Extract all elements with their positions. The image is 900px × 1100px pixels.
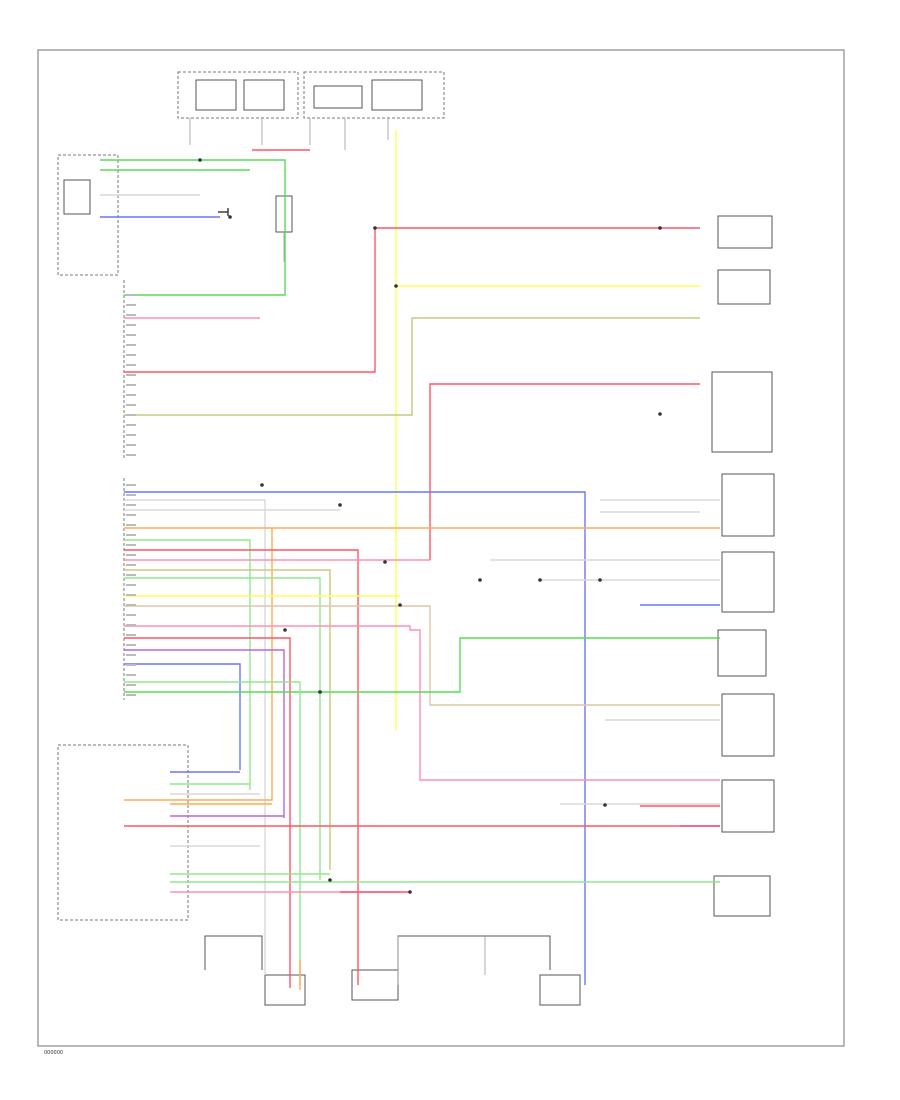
junction-node-7 — [318, 690, 322, 694]
junction-node-6 — [603, 803, 607, 807]
wire-grey-12 — [124, 499, 266, 975]
wire-tan-21 — [124, 605, 720, 706]
junction-node-3 — [338, 503, 342, 507]
wire-pink-23 — [124, 625, 720, 781]
wire-red-6 — [124, 227, 700, 373]
wire-lightgreen-16 — [124, 539, 251, 790]
wire-orange-15 — [124, 528, 273, 801]
wire-red-17 — [124, 549, 359, 985]
node-layer — [198, 158, 662, 894]
junction-node-2 — [260, 483, 264, 487]
wire-blue-11 — [124, 491, 586, 985]
wire-lightgreen-28 — [124, 681, 301, 985]
junction-node-12 — [198, 158, 202, 162]
wire-olive-19 — [124, 569, 331, 870]
pin-ticks — [126, 294, 136, 696]
junction-node-17 — [658, 412, 662, 416]
wire-green-0 — [100, 159, 286, 296]
right-components — [711, 215, 775, 917]
junction-node-4 — [598, 578, 602, 582]
ground-symbol — [218, 208, 229, 216]
junction-node-0 — [394, 284, 398, 288]
bottom-components — [204, 935, 581, 1006]
junction-node-8 — [283, 628, 287, 632]
footer-code: 000000 — [44, 1050, 63, 1056]
wire-blue-26 — [124, 663, 241, 770]
wire-red-24 — [124, 637, 291, 988]
wire-olive-8 — [124, 317, 700, 416]
junction-node-14 — [328, 878, 332, 882]
diagram-frame — [37, 49, 845, 1047]
junction-node-11 — [478, 578, 482, 582]
wire-purple-25 — [124, 649, 285, 818]
junction-node-1 — [373, 226, 377, 230]
wire-red-9 — [429, 383, 700, 560]
junction-node-15 — [408, 890, 412, 894]
control-unit-connector — [57, 280, 189, 921]
junction-node-13 — [228, 215, 232, 219]
top-fuse-boxes — [177, 71, 445, 150]
wire-green-27 — [124, 637, 720, 693]
junction-node-10 — [398, 603, 402, 607]
junction-node-9 — [383, 560, 387, 564]
left-upper-components — [57, 154, 293, 276]
junction-node-5 — [538, 578, 542, 582]
wire-layer — [100, 130, 720, 990]
wire-lightgreen-20 — [124, 577, 321, 880]
junction-node-16 — [658, 226, 662, 230]
